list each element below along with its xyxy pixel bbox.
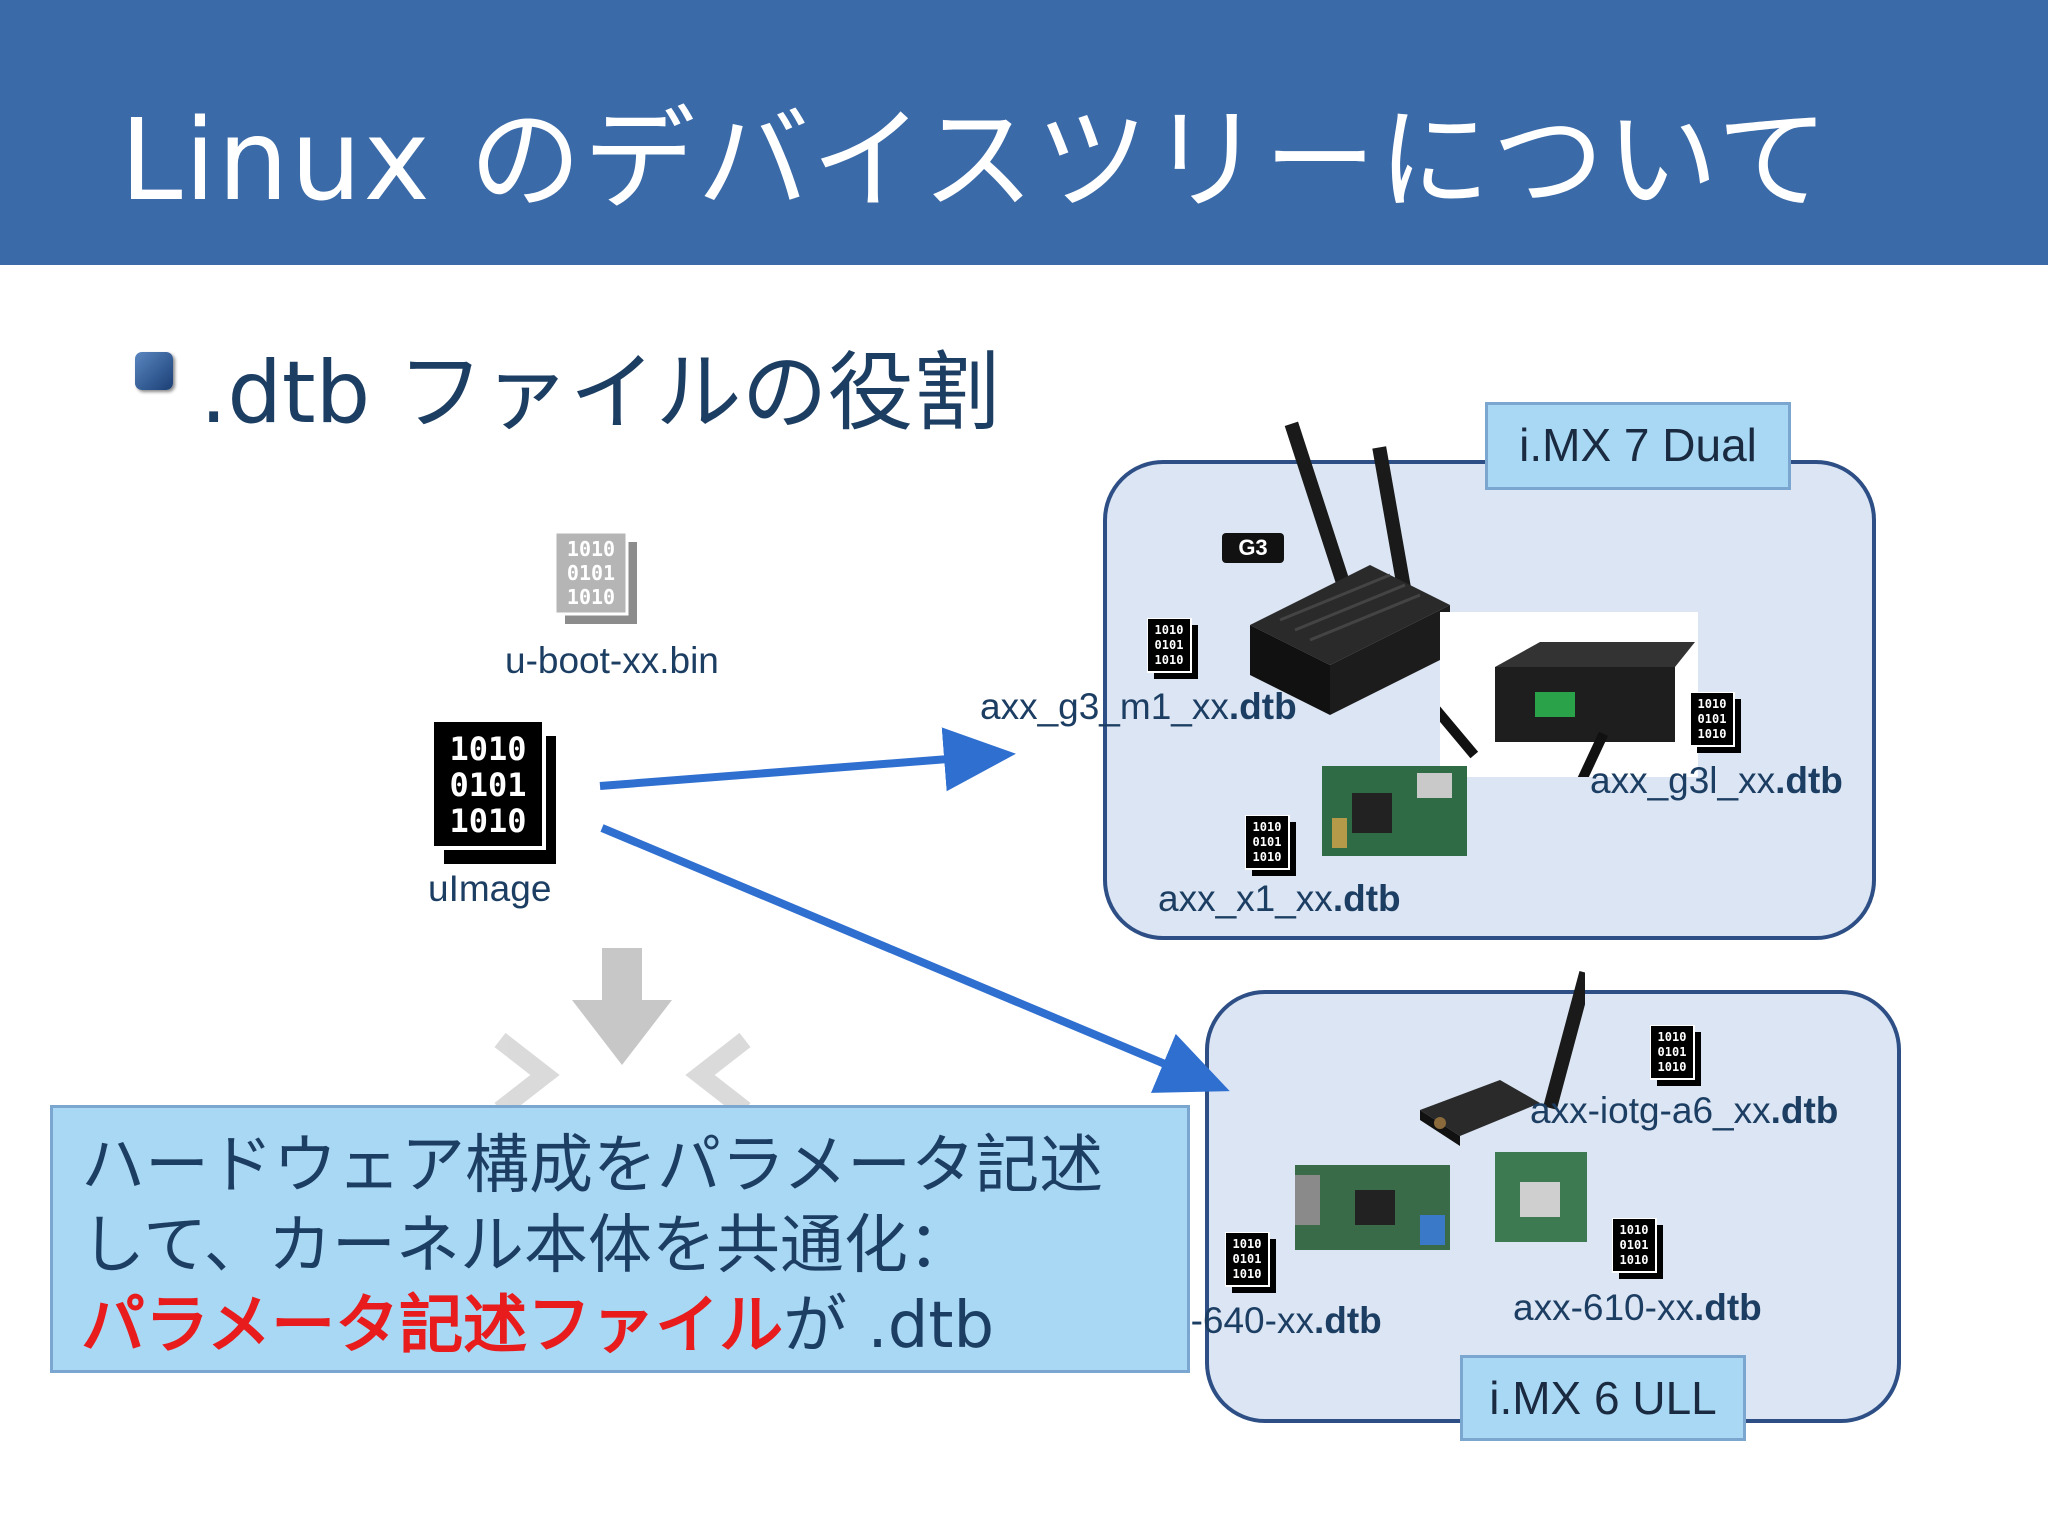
g3-router-device <box>1200 415 1460 719</box>
svg-text:0101: 0101 <box>1253 835 1282 849</box>
board-640-device <box>1295 1160 1455 1259</box>
svg-text:1010: 1010 <box>1253 820 1282 834</box>
svg-text:1010: 1010 <box>1233 1267 1262 1281</box>
callout-line-3: パラメータ記述ファイルが .dtb <box>81 1286 1187 1366</box>
svg-text:0101: 0101 <box>1658 1045 1687 1059</box>
arrow-to-imx6 <box>600 824 1230 1093</box>
svg-text:0101: 0101 <box>1233 1252 1262 1266</box>
title-bar: Linux のデバイスツリーについて <box>0 0 2048 265</box>
uboot-binary-icon: 1010 0101 1010 <box>553 530 640 631</box>
svg-text:1010: 1010 <box>1698 727 1727 741</box>
uimage-binary-icon: 1010 0101 1010 <box>430 718 562 874</box>
imx6-tag: i.MX 6 ULL <box>1460 1355 1746 1441</box>
bullet-square-icon <box>135 352 173 390</box>
svg-text:1010: 1010 <box>1155 623 1184 637</box>
svg-text:1010: 1010 <box>1620 1253 1649 1267</box>
svg-text:0101: 0101 <box>567 561 615 585</box>
svg-text:0101: 0101 <box>1620 1238 1649 1252</box>
svg-text:1010: 1010 <box>1155 653 1184 667</box>
x1-board-device <box>1322 758 1472 862</box>
callout-line-2: して、カーネル本体を共通化： <box>81 1209 972 1283</box>
callout-tail: が .dtb <box>783 1289 995 1363</box>
slide-title: Linux のデバイスツリーについて <box>120 96 1831 226</box>
svg-text:1010: 1010 <box>567 585 615 609</box>
x1-dtb-label: axx_x1_xx.dtb <box>1158 878 1401 919</box>
svg-text:1010: 1010 <box>1698 697 1727 711</box>
svg-text:1010: 1010 <box>1620 1223 1649 1237</box>
svg-text:0101: 0101 <box>1155 638 1184 652</box>
svg-text:0101: 0101 <box>1698 712 1727 726</box>
uboot-label: u-boot-xx.bin <box>505 640 719 681</box>
svg-text:1010: 1010 <box>1253 850 1282 864</box>
svg-text:1010: 1010 <box>449 730 526 768</box>
bullet-text: .dtb ファイルの役割 <box>200 343 1000 443</box>
svg-text:1010: 1010 <box>1658 1060 1687 1074</box>
imx7-tag: i.MX 7 Dual <box>1485 402 1791 490</box>
svg-text:1010: 1010 <box>567 537 615 561</box>
x1-dtb-icon: 1010 0101 1010 <box>1244 814 1297 881</box>
g3l-dtb-label: axx_g3l_xx.dtb <box>1590 760 1843 801</box>
board-610-device <box>1495 1152 1590 1251</box>
g3-logo: G3 <box>1222 533 1284 563</box>
iotg-a6-device <box>1415 968 1593 1152</box>
explanation-callout: ハードウェア構成をパラメータ記述 して、カーネル本体を共通化： パラメータ記述フ… <box>50 1105 1190 1373</box>
g3l-dtb-icon: 1010 0101 1010 <box>1689 691 1742 758</box>
board-610-dtb-label: axx-610-xx.dtb <box>1513 1287 1762 1328</box>
g3-m1-dtb-icon: 1010 0101 1010 <box>1146 617 1199 684</box>
g3l-gateway-device <box>1431 612 1698 786</box>
board-640-dtb-icon: 1010 0101 1010 <box>1224 1231 1277 1298</box>
iotg-a6-dtb-label: axx-iotg-a6_xx.dtb <box>1530 1090 1839 1131</box>
merge-down-arrow-icon <box>494 948 751 1118</box>
callout-line-1: ハードウェア構成をパラメータ記述 <box>81 1129 1104 1203</box>
arrow-to-imx7 <box>599 727 1016 792</box>
uimage-label: uImage <box>428 868 552 909</box>
callout-highlight: パラメータ記述ファイル <box>81 1289 784 1363</box>
svg-text:0101: 0101 <box>449 766 526 804</box>
svg-text:1010: 1010 <box>449 802 526 840</box>
iotg-a6-dtb-icon: 1010 0101 1010 <box>1649 1024 1702 1091</box>
g3-m1-dtb-label: axx_g3_m1_xx.dtb <box>980 686 1297 727</box>
svg-text:1010: 1010 <box>1233 1237 1262 1251</box>
svg-text:1010: 1010 <box>1658 1030 1687 1044</box>
board-610-dtb-icon: 1010 0101 1010 <box>1611 1217 1664 1284</box>
